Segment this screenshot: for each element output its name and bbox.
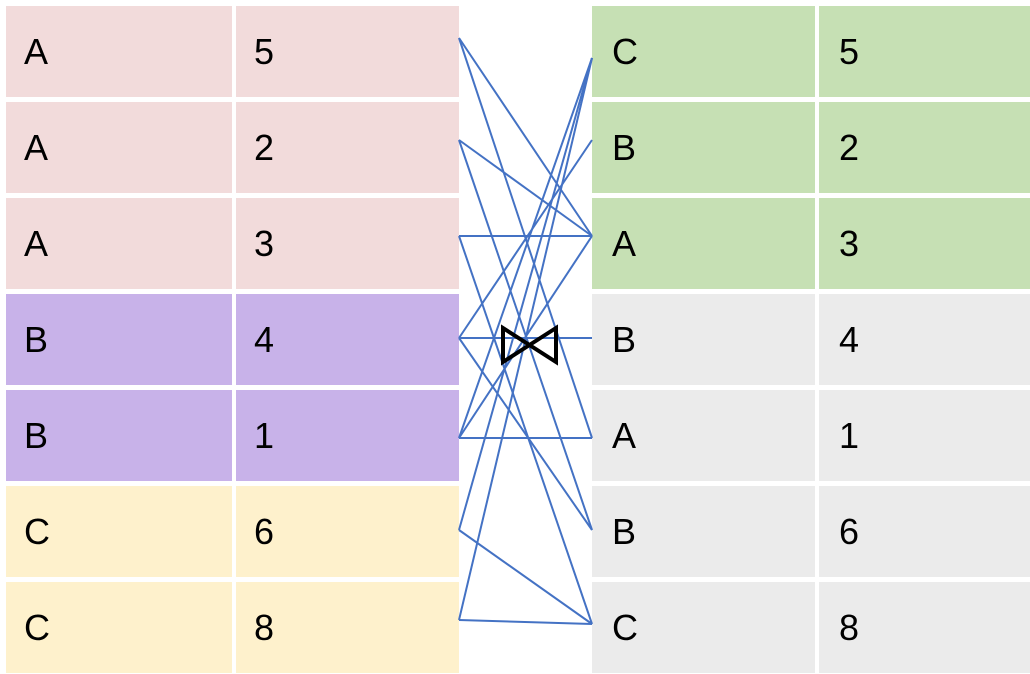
key-cell: B [6, 390, 232, 481]
join-link-line [458, 619, 593, 625]
join-link-line [458, 139, 593, 339]
table-row: A 3 [6, 198, 459, 289]
key-cell: A [6, 198, 232, 289]
key-cell: B [592, 102, 815, 193]
key-cell: A [6, 6, 232, 97]
key-cell: C [592, 6, 815, 97]
value-cell: 8 [819, 582, 1030, 673]
value-cell: 5 [819, 6, 1030, 97]
key-cell: A [592, 198, 815, 289]
join-link-line [458, 57, 593, 439]
join-link-line [458, 139, 593, 531]
value-cell: 6 [819, 486, 1030, 577]
value-cell: 1 [236, 390, 459, 481]
table-row: A 2 [6, 102, 459, 193]
bowtie-join-icon [501, 324, 558, 366]
join-link-line [458, 235, 593, 625]
value-cell: 2 [819, 102, 1030, 193]
value-cell: 3 [236, 198, 459, 289]
table-row: C 8 [592, 582, 1030, 673]
key-cell: C [592, 582, 815, 673]
value-cell: 2 [236, 102, 459, 193]
join-link-line [458, 37, 593, 439]
key-cell: A [6, 102, 232, 193]
join-link-line [458, 57, 593, 621]
table-row: C 5 [592, 6, 1030, 97]
join-link-line [458, 37, 593, 237]
key-cell: B [6, 294, 232, 385]
join-link-line [458, 235, 593, 439]
table-row: B 4 [6, 294, 459, 385]
table-row: B 1 [6, 390, 459, 481]
table-row: C 6 [6, 486, 459, 577]
key-cell: B [592, 486, 815, 577]
join-link-line [458, 57, 593, 531]
value-cell: 3 [819, 198, 1030, 289]
value-cell: 6 [236, 486, 459, 577]
join-link-line [458, 337, 593, 531]
table-row: B 6 [592, 486, 1030, 577]
table-row: B 4 [592, 294, 1030, 385]
table-row: A 1 [592, 390, 1030, 481]
key-cell: C [6, 486, 232, 577]
join-link-line [458, 529, 593, 625]
key-cell: B [592, 294, 815, 385]
key-cell: A [592, 390, 815, 481]
table-row: A 5 [6, 6, 459, 97]
value-cell: 8 [236, 582, 459, 673]
value-cell: 1 [819, 390, 1030, 481]
table-row: A 3 [592, 198, 1030, 289]
table-row: C 8 [6, 582, 459, 673]
key-cell: C [6, 582, 232, 673]
table-row: B 2 [592, 102, 1030, 193]
value-cell: 4 [236, 294, 459, 385]
value-cell: 4 [819, 294, 1030, 385]
value-cell: 5 [236, 6, 459, 97]
join-link-line [458, 139, 593, 237]
